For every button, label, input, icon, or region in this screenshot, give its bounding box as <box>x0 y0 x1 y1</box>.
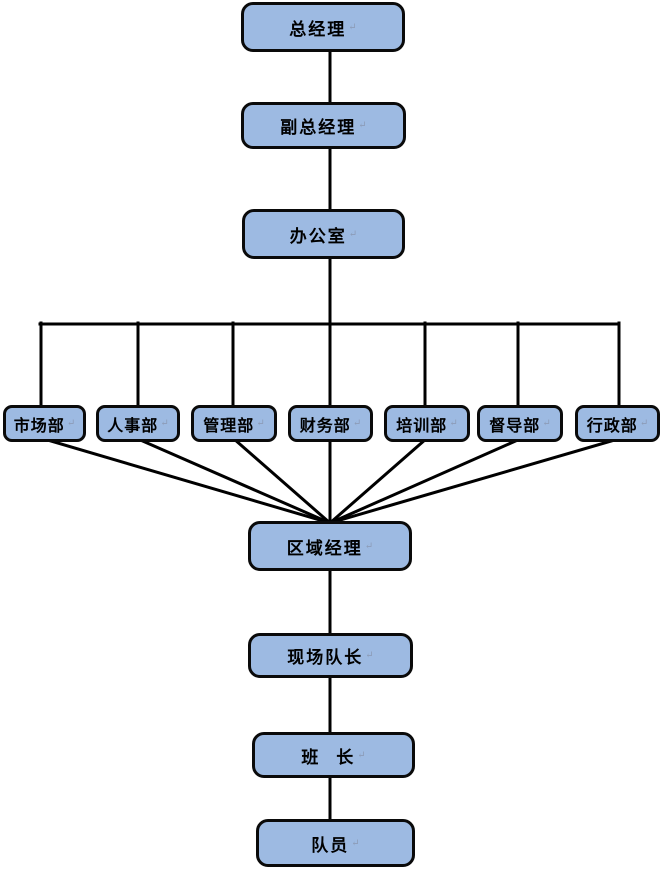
node-dept-management[interactable]: 管理部 ↵ <box>191 405 277 442</box>
node-regional-manager-label: 区域经理 <box>286 538 363 559</box>
convergence-lines <box>42 436 620 526</box>
node-dept-supervision-label: 督导部 <box>489 415 541 435</box>
paragraph-mark-icon: ↵ <box>639 418 649 429</box>
node-deputy-general-manager[interactable]: 副总经理 ↵ <box>241 102 406 149</box>
node-dept-hr[interactable]: 人事部 ↵ <box>96 405 180 442</box>
department-drop-lines <box>39 321 621 409</box>
node-deputy-general-manager-label: 副总经理 <box>280 118 357 138</box>
paragraph-mark-icon: ↵ <box>352 418 362 429</box>
paragraph-mark-icon: ↵ <box>449 418 458 429</box>
node-general-manager-label: 总经理 <box>289 19 347 40</box>
paragraph-mark-icon: ↵ <box>365 650 374 661</box>
node-squad-leader-label: 班 长 <box>301 747 356 768</box>
node-dept-administration-label: 行政部 <box>586 415 638 435</box>
node-dept-training-label: 培训部 <box>396 415 448 435</box>
node-dept-management-label: 管理部 <box>203 415 255 435</box>
paragraph-mark-icon: ↵ <box>160 418 169 429</box>
paragraph-mark-icon: ↵ <box>348 228 358 240</box>
paragraph-mark-icon: ↵ <box>351 837 360 849</box>
paragraph-mark-icon: ↵ <box>364 540 374 552</box>
node-dept-administration[interactable]: 行政部 ↵ <box>575 405 660 442</box>
node-regional-manager[interactable]: 区域经理 ↵ <box>248 521 412 571</box>
node-squad-leader[interactable]: 班 长 ↵ <box>252 732 415 778</box>
node-site-captain-label: 现场队长 <box>287 648 364 668</box>
node-dept-supervision[interactable]: 督导部 ↵ <box>477 405 563 442</box>
paragraph-mark-icon: ↵ <box>256 418 265 429</box>
paragraph-mark-icon: ↵ <box>358 120 367 131</box>
node-general-manager[interactable]: 总经理 ↵ <box>241 2 405 52</box>
node-office-label: 办公室 <box>289 226 347 247</box>
node-team-member[interactable]: 队员 ↵ <box>256 819 415 867</box>
node-dept-hr-label: 人事部 <box>107 415 159 435</box>
paragraph-mark-icon: ↵ <box>542 418 551 429</box>
node-office[interactable]: 办公室 ↵ <box>242 209 405 259</box>
node-dept-training[interactable]: 培训部 ↵ <box>384 405 470 442</box>
node-dept-finance-label: 财务部 <box>299 415 351 435</box>
paragraph-mark-icon: ↵ <box>357 749 366 761</box>
paragraph-mark-icon: ↵ <box>348 21 357 33</box>
node-site-captain[interactable]: 现场队长 ↵ <box>248 633 413 678</box>
node-dept-marketing-label: 市场部 <box>13 415 65 435</box>
node-dept-marketing[interactable]: 市场部 ↵ <box>3 405 86 442</box>
node-dept-finance[interactable]: 财务部 ↵ <box>288 405 373 442</box>
paragraph-mark-icon: ↵ <box>66 418 76 429</box>
node-team-member-label: 队员 <box>311 835 350 856</box>
